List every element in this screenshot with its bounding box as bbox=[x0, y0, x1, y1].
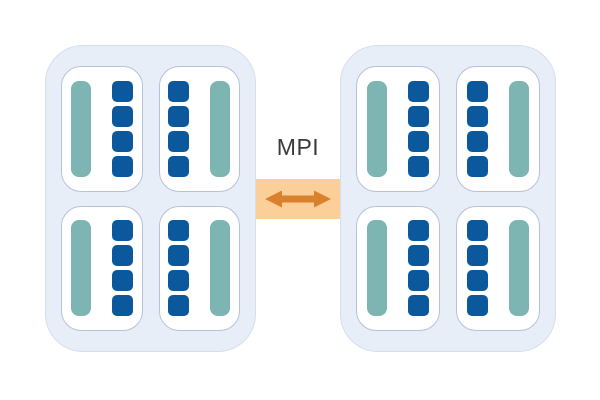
cpu-socket bbox=[456, 66, 540, 192]
cpu-socket bbox=[158, 205, 240, 331]
memory-bar bbox=[367, 80, 387, 177]
memory-bar bbox=[210, 220, 231, 317]
memory-bar bbox=[509, 80, 529, 177]
cpu-socket bbox=[61, 66, 143, 192]
core-square bbox=[111, 80, 133, 102]
memory-bar bbox=[70, 220, 91, 317]
core-square bbox=[408, 155, 429, 177]
cpu-socket bbox=[61, 205, 143, 331]
core-stack bbox=[408, 220, 429, 317]
double-arrow-icon bbox=[265, 190, 331, 208]
memory-bar bbox=[509, 220, 529, 317]
core-square bbox=[168, 80, 190, 102]
core-square bbox=[467, 270, 488, 292]
compute-node-1 bbox=[45, 45, 256, 352]
core-square bbox=[467, 245, 488, 267]
core-square bbox=[467, 155, 488, 177]
core-square bbox=[408, 105, 429, 127]
core-square bbox=[408, 270, 429, 292]
core-square bbox=[168, 245, 190, 267]
core-stack bbox=[408, 80, 429, 177]
core-stack bbox=[111, 220, 133, 317]
core-square bbox=[111, 220, 133, 242]
core-square bbox=[467, 220, 488, 242]
cpu-socket bbox=[356, 66, 440, 192]
mpi-connector bbox=[256, 179, 340, 219]
core-square bbox=[168, 155, 190, 177]
memory-bar bbox=[70, 80, 91, 177]
core-stack bbox=[467, 220, 488, 317]
compute-node-2 bbox=[340, 45, 556, 352]
memory-bar bbox=[367, 220, 387, 317]
core-square bbox=[111, 270, 133, 292]
cpu-socket bbox=[456, 205, 540, 331]
core-square bbox=[168, 270, 190, 292]
core-stack bbox=[168, 80, 190, 177]
cpu-socket bbox=[356, 205, 440, 331]
core-square bbox=[408, 245, 429, 267]
core-square bbox=[467, 295, 488, 317]
core-stack bbox=[111, 80, 133, 177]
core-square bbox=[168, 220, 190, 242]
core-square bbox=[168, 130, 190, 152]
core-square bbox=[408, 295, 429, 317]
core-stack bbox=[467, 80, 488, 177]
core-square bbox=[467, 80, 488, 102]
core-square bbox=[111, 295, 133, 317]
memory-bar bbox=[210, 80, 231, 177]
core-square bbox=[168, 105, 190, 127]
core-square bbox=[168, 295, 190, 317]
mpi-label: MPI bbox=[276, 134, 320, 160]
cpu-socket bbox=[158, 66, 240, 192]
core-square bbox=[408, 80, 429, 102]
core-square bbox=[467, 105, 488, 127]
core-square bbox=[467, 130, 488, 152]
core-square bbox=[408, 130, 429, 152]
core-square bbox=[408, 220, 429, 242]
core-stack bbox=[168, 220, 190, 317]
core-square bbox=[111, 245, 133, 267]
core-square bbox=[111, 105, 133, 127]
core-square bbox=[111, 130, 133, 152]
core-square bbox=[111, 155, 133, 177]
